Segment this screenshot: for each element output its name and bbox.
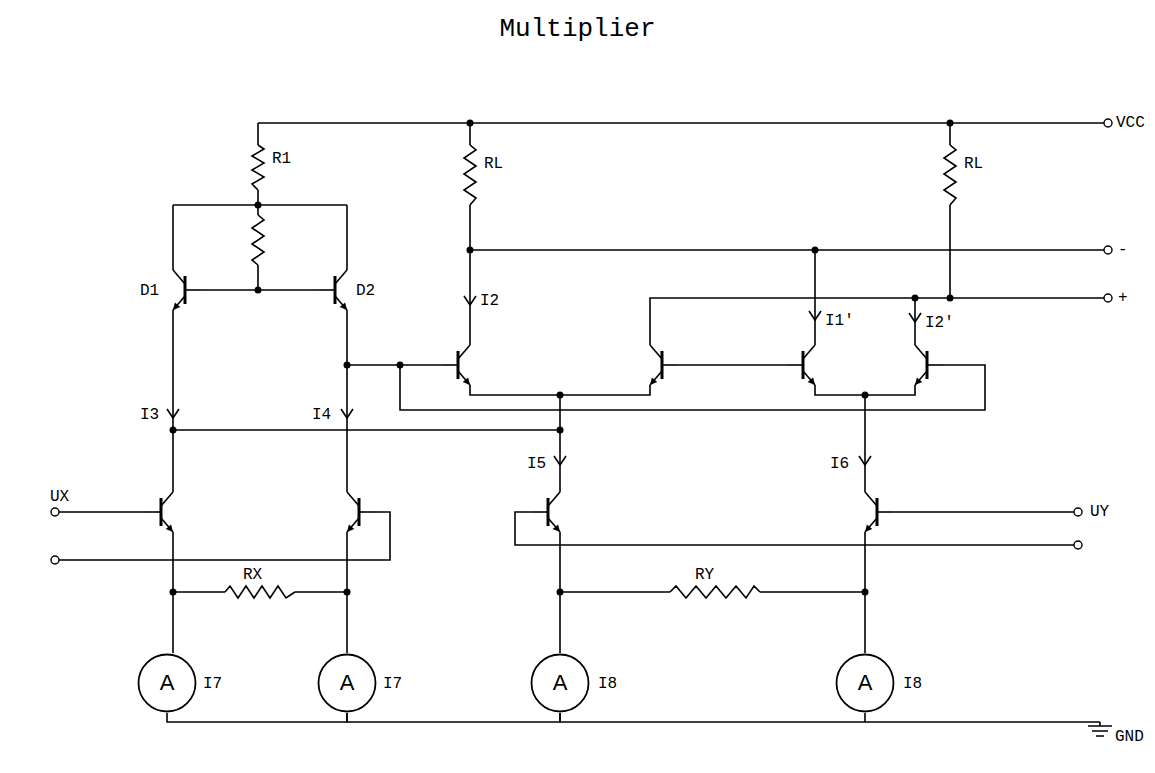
circuit-label: UY (1090, 503, 1109, 521)
ammeter-circle: A (137, 653, 197, 713)
circuit-label: I8 (598, 675, 617, 693)
terminal (1104, 246, 1112, 254)
transistor-symbol (865, 492, 893, 532)
junction-dot (344, 362, 351, 369)
terminal (1104, 119, 1112, 127)
circuit-label: RL (964, 155, 983, 173)
junction-dot (557, 392, 564, 399)
current-arrow (167, 296, 921, 465)
circuit-label: RX (243, 566, 262, 584)
ground-bus-wire (167, 713, 347, 722)
junction-dot (397, 362, 404, 369)
circuit-label: I2 (480, 292, 499, 310)
junction-dot (862, 589, 869, 596)
junction-dot (255, 202, 262, 209)
junction-dot (344, 589, 351, 596)
junction-dot (170, 427, 177, 434)
circuit-label: - (1118, 241, 1128, 259)
junction-dot (467, 120, 474, 127)
circuit-label: D2 (356, 282, 375, 300)
resistor-symbol (225, 586, 295, 598)
junction-dots (170, 120, 954, 596)
circuit-label: I3 (140, 406, 159, 424)
transistor-symbol (650, 345, 678, 385)
transistor-symbol (319, 270, 347, 310)
ammeter-text: A (160, 671, 175, 695)
circuit-label: UX (50, 488, 69, 506)
junction-dot (947, 295, 954, 302)
junction-dot (557, 427, 564, 434)
diagram-title: Multiplier (0, 14, 1155, 44)
ammeter-circle: A (530, 653, 590, 713)
circuit-label: + (1118, 289, 1128, 307)
ammeter-circle-outline (532, 655, 589, 712)
circuit-label: I2' (925, 314, 954, 332)
ammeter-circle: A (317, 653, 377, 713)
ground-bus-wire (560, 713, 865, 722)
circuit-label: I8 (903, 675, 922, 693)
junction-dot (255, 287, 262, 294)
terminal (1104, 294, 1112, 302)
circuit-label: I1' (825, 312, 854, 330)
ammeter-circle-outline (837, 655, 894, 712)
terminal (51, 508, 59, 516)
ammeter-text: A (858, 671, 873, 695)
circuit-label: I6 (830, 455, 849, 473)
ammeter-circle-outline (319, 655, 376, 712)
terminal (51, 556, 59, 564)
resistor-symbol (670, 586, 760, 598)
transistor-symbol (173, 270, 201, 310)
circuit-label: D1 (140, 282, 159, 300)
junction-dot (467, 247, 474, 254)
circuit-label: I4 (312, 406, 331, 424)
wires (59, 123, 1112, 736)
junction-dot (812, 247, 819, 254)
junction-dot (862, 392, 869, 399)
circuit-label: I7 (383, 675, 402, 693)
resistor-symbol (464, 145, 476, 205)
junction-dot (557, 589, 564, 596)
terminal (1074, 541, 1082, 549)
ground-symbol (1088, 722, 1112, 736)
transistor-symbol (915, 345, 943, 385)
circuit-label: RL (484, 155, 503, 173)
transistor-symbol (787, 345, 815, 385)
circuit-label: I5 (527, 455, 546, 473)
terminals (51, 119, 1112, 564)
transistor-symbol (532, 492, 560, 532)
transistor-symbol (442, 345, 470, 385)
circuit-label: VCC (1116, 114, 1145, 132)
transistor-symbol (145, 492, 173, 532)
wire (59, 123, 1104, 722)
resistor-symbol (252, 145, 264, 190)
terminal (1074, 508, 1082, 516)
junction-dot (170, 589, 177, 596)
ammeter-text: A (553, 671, 568, 695)
resistor-symbol (944, 145, 956, 205)
ammeter-text: A (340, 671, 355, 695)
circuit-label: GND (1115, 728, 1144, 746)
transistor-symbol (347, 492, 375, 532)
junction-dot (947, 120, 954, 127)
circuit-label: I7 (203, 675, 222, 693)
ammeter-circle-outline (139, 655, 196, 712)
circuit-label: R1 (272, 150, 291, 168)
resistor-symbol (252, 215, 264, 265)
ground-bus-wire (347, 713, 560, 722)
circuit-label: RY (695, 566, 714, 584)
junction-dot (912, 295, 919, 302)
transistor-symbols (145, 270, 943, 532)
ammeter-circle: A (835, 653, 895, 713)
